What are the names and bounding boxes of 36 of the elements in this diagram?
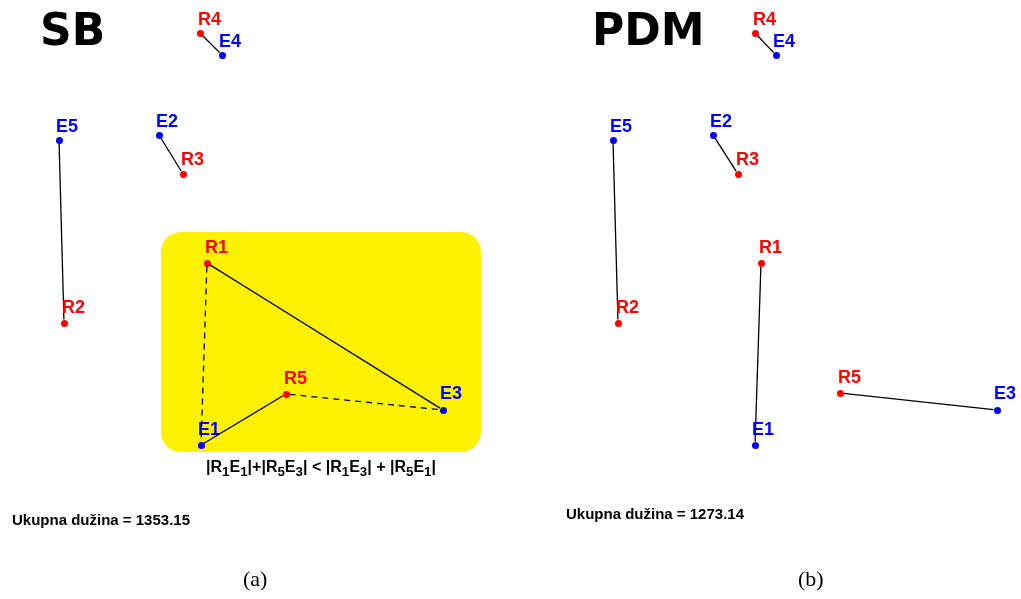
point-label: R4 <box>198 9 221 29</box>
point-label: E5 <box>610 116 633 136</box>
total-length-text: Ukupna dužina = 1353.15 <box>12 511 190 528</box>
formula-text: |R$_{1}$E$_{1}$|+|R$_{5}$E$_{3}$| < |R$_{1}$E$_{3}$| + |R$_{5}$E$_{1}$| <box>206 458 436 475</box>
point-label: R1 <box>205 237 228 257</box>
point-label: E3 <box>440 383 463 403</box>
connecting-line <box>842 392 995 411</box>
connecting-line <box>201 34 221 54</box>
point-label: R4 <box>753 9 776 29</box>
point-label: E5 <box>56 116 79 136</box>
connecting-line <box>754 265 762 443</box>
total-length-text: Ukupna dužina = 1273.14 <box>566 505 744 522</box>
panel-title: SB <box>40 3 106 57</box>
point-label: E3 <box>994 383 1017 403</box>
connecting-line <box>203 395 284 444</box>
point-label: E2 <box>156 111 179 131</box>
point-label: E4 <box>773 31 796 51</box>
point-label: R3 <box>181 149 204 169</box>
panel-title: PDM <box>592 3 705 57</box>
connecting-line <box>58 142 65 321</box>
point-label: R1 <box>759 237 782 257</box>
point-label: E4 <box>219 31 242 51</box>
connecting-line <box>612 142 619 321</box>
connecting-line <box>714 137 737 172</box>
subfigure-label: (a) <box>243 566 268 592</box>
subfigure-label: (b) <box>798 566 824 592</box>
point-label: E1 <box>198 419 221 439</box>
highlight-panel <box>161 232 481 452</box>
point-label: R5 <box>838 367 861 387</box>
connecting-line <box>209 264 441 409</box>
point-label: E2 <box>710 111 733 131</box>
point-label: R5 <box>284 368 307 388</box>
connecting-line <box>756 34 775 54</box>
connecting-line <box>160 137 182 172</box>
point-label: R3 <box>736 149 759 169</box>
dashed-line <box>288 393 441 411</box>
